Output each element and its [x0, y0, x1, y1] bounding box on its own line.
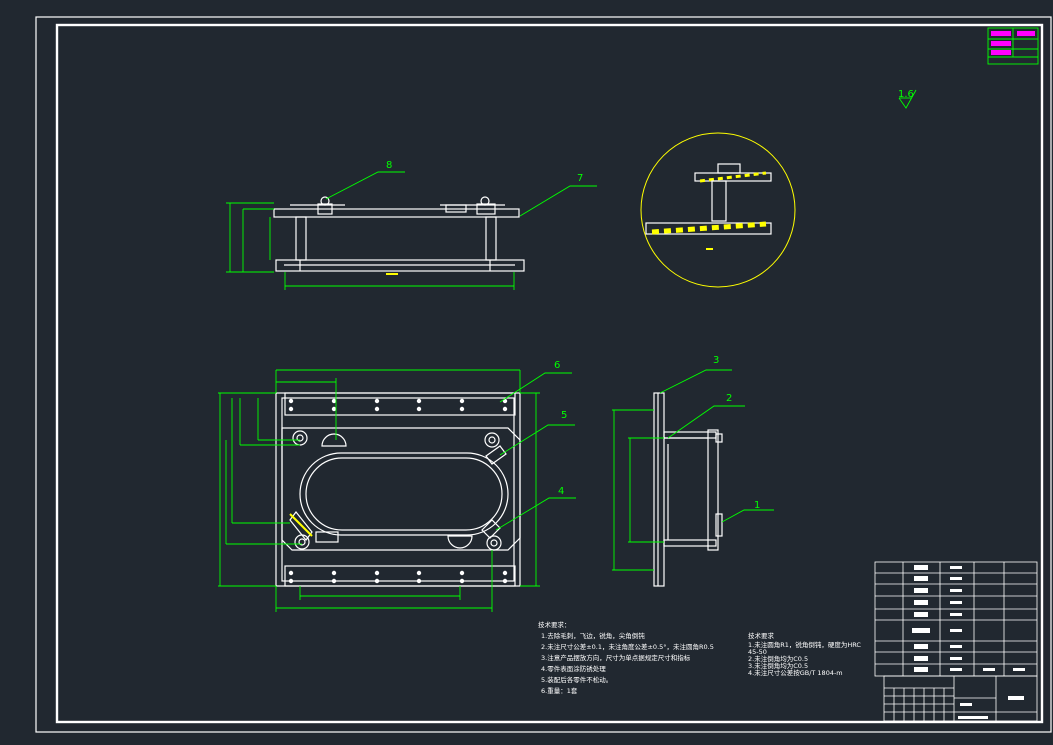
notes-left-line: 5.装配后各零件不松动。 [541, 675, 612, 684]
notes-right-line: 2.未注倒角均为C0.5 [748, 654, 808, 663]
plan-dimensions [218, 369, 540, 612]
balloon-5: 5 [561, 410, 567, 421]
balloon-3: 3 [713, 355, 719, 366]
notes-left-line: 1.去除毛刺，飞边，锐角，尖角倒钝 [541, 631, 645, 640]
plan-view [218, 369, 540, 612]
inner-border [55, 23, 1044, 724]
notes-right-line: 45-50 [748, 648, 767, 656]
notes-left-line: 6.重量：1套 [541, 686, 578, 695]
balloon-2: 2 [726, 393, 732, 404]
notes-left-title: 技术要求： [538, 620, 571, 629]
notes-right-line: 1.未注圆角R1，锐角倒钝，硬度为HRC [748, 640, 861, 649]
clamps [289, 430, 507, 551]
balloon-8: 8 [386, 160, 392, 171]
notes-right-line: 3.未注倒角均为C0.5 [748, 661, 808, 670]
notes-right: 技术要求 1.未注圆角R1，锐角倒钝，硬度为HRC 45-50 2.未注倒角均为… [748, 631, 861, 677]
front-view [226, 196, 525, 290]
balloon-labels: 8 7 6 5 4 3 2 1 [386, 160, 760, 511]
side-view [612, 392, 723, 587]
notes-left: 技术要求： 1.去除毛刺，飞边，锐角，尖角倒钝 2.未注尺寸公差±0.1，未注角… [538, 620, 714, 695]
balloon-1: 1 [754, 500, 760, 511]
detail-view [640, 132, 796, 288]
bolt-holes [288, 398, 508, 584]
parts-list [874, 561, 1038, 677]
revision-block [987, 27, 1039, 65]
outer-border [35, 16, 1052, 733]
balloon-4: 4 [558, 486, 564, 497]
notes-right-line: 4.未注尺寸公差按GB/T 1804-m [748, 668, 843, 677]
notes-left-line: 3.注意产品摆放方向，尺寸为单点据规定尺寸和指标 [541, 653, 691, 662]
balloon-leaders [325, 171, 774, 531]
roughness-symbol: 1.6 [898, 89, 917, 109]
balloon-7: 7 [577, 173, 583, 184]
title-block [883, 675, 1038, 722]
roughness-value: 1.6 [898, 89, 914, 100]
notes-right-title: 技术要求 [748, 631, 775, 640]
notes-left-line: 4.零件表面涂防锈处理 [541, 664, 606, 673]
balloon-6: 6 [554, 360, 560, 371]
notes-left-line: 2.未注尺寸公差±0.1，未注角度公差±0.5°，未注圆角R0.5 [541, 642, 714, 651]
